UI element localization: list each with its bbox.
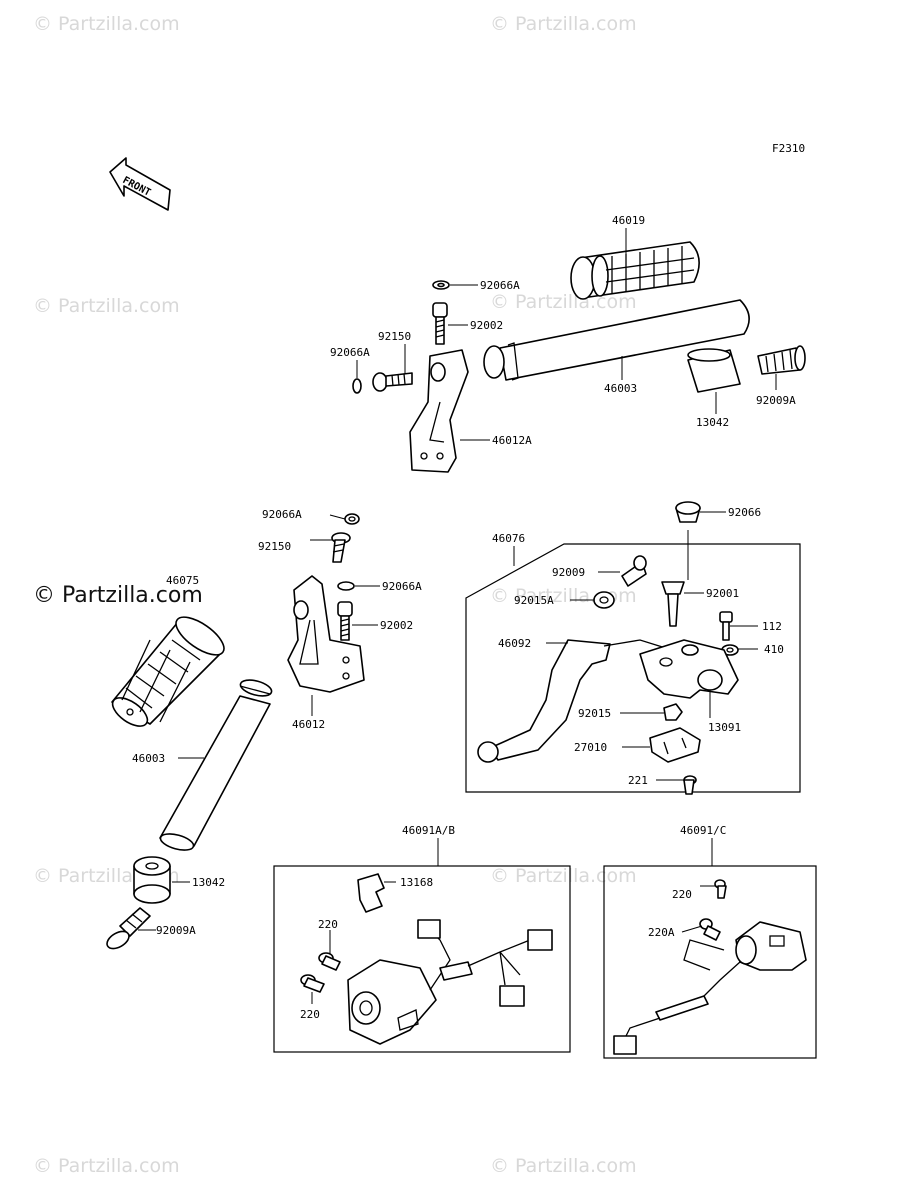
callout-13091: 13091 (708, 721, 741, 734)
callout-92066A: 92066A (262, 508, 302, 521)
handlebar-switch-ab (347, 919, 553, 1045)
throttle-tube-46003 (483, 299, 750, 381)
spacer-13042-a (687, 348, 741, 393)
washer-92066A-c (344, 513, 360, 525)
switch-assembly-ab-box (273, 865, 571, 1053)
callout-92001: 92001 (706, 587, 739, 600)
screw-220-b (300, 974, 325, 993)
callout-46019: 46019 (612, 214, 645, 227)
callout-92015A: 92015A (514, 594, 554, 607)
clamp-13168 (357, 873, 385, 913)
watermark: © Partzilla.com (490, 865, 637, 887)
callout-92150: 92150 (378, 330, 411, 343)
switch-assembly-c-box (603, 865, 817, 1059)
lever-46092 (477, 639, 674, 763)
bolt-92150-b (331, 532, 351, 563)
pivot-bolt-92001 (661, 581, 685, 627)
watermark: © Partzilla.com (490, 585, 637, 607)
washer-92066A-d (337, 581, 355, 591)
screw-221 (683, 775, 697, 795)
callout-220A: 220A (648, 926, 675, 939)
lever-assembly-box (465, 543, 801, 793)
watermark: © Partzilla.com (490, 291, 637, 313)
nut-92015A (593, 591, 615, 609)
tube-46003-b (159, 679, 273, 851)
bolt-92150-a (372, 372, 413, 392)
callout-46012A: 46012A (492, 434, 532, 447)
callout-27010: 27010 (574, 741, 607, 754)
front-arrow-icon: FRONT (109, 157, 171, 211)
holder-46012 (287, 575, 365, 693)
callout-92066: 92066 (728, 506, 761, 519)
callout-220: 220 (672, 888, 692, 901)
callout-labels: 46019 92066A 92002 92150 92066A 46003 13… (132, 214, 796, 1021)
callout-46003: 46003 (132, 752, 165, 765)
callout-221: 221 (628, 774, 648, 787)
throttle-grip-46019 (570, 241, 700, 300)
screw-92009A-a (757, 345, 806, 375)
switch-27010 (649, 727, 701, 763)
watermark: © Partzilla.com (490, 13, 637, 35)
callout-46003: 46003 (604, 382, 637, 395)
figure-code: F2310 (772, 142, 805, 155)
screw-92009 (621, 555, 647, 587)
watermark-main: © Partzilla.com (33, 583, 203, 608)
callout-92009: 92009 (552, 566, 585, 579)
callout-220: 220 (318, 918, 338, 931)
knob-92066 (675, 501, 701, 523)
handlebar-switch-c (613, 921, 807, 1055)
bolt-92002-b (337, 601, 353, 641)
callout-92002: 92002 (380, 619, 413, 632)
callout-46012: 46012 (292, 718, 325, 731)
callout-92009A: 92009A (756, 394, 796, 407)
throttle-case-46012A (409, 349, 469, 473)
screw-220-a (318, 952, 341, 971)
callout-46076: 46076 (492, 532, 525, 545)
watermark: © Partzilla.com (490, 1155, 637, 1177)
callout-13042: 13042 (192, 876, 225, 889)
callout-92015: 92015 (578, 707, 611, 720)
callout-410: 410 (764, 643, 784, 656)
screw-112 (719, 611, 733, 641)
leader-lines (138, 228, 777, 1004)
callout-92009A: 92009A (156, 924, 196, 937)
screw-220-c (714, 879, 727, 899)
callout-13168: 13168 (400, 876, 433, 889)
screw-220A (699, 918, 721, 941)
callout-92066A: 92066A (480, 279, 520, 292)
callout-46092: 46092 (498, 637, 531, 650)
nut-92015 (663, 703, 683, 721)
watermarks: © Partzilla.com © Partzilla.com © Partzi… (33, 13, 637, 1177)
watermark: © Partzilla.com (33, 295, 180, 317)
watermark: © Partzilla.com (33, 1155, 180, 1177)
callout-92066A: 92066A (382, 580, 422, 593)
screw-92009A-b (106, 907, 151, 950)
callout-112: 112 (762, 620, 782, 633)
callout-92150: 92150 (258, 540, 291, 553)
washer-92066A-b (352, 378, 362, 394)
spacer-13042-b (133, 856, 171, 904)
washer-92066A-a (432, 280, 450, 290)
callout-46091AB: 46091A/B (402, 824, 455, 837)
bolt-92002-a (432, 302, 448, 345)
watermark: © Partzilla.com (33, 13, 180, 35)
callout-220: 220 (300, 1008, 320, 1021)
callout-46075: 46075 (166, 574, 199, 587)
bracket-13091 (639, 639, 739, 699)
callout-13042: 13042 (696, 416, 729, 429)
callout-46091C: 46091/C (680, 824, 726, 837)
grip-46075 (111, 616, 225, 727)
callout-92066A: 92066A (330, 346, 370, 359)
callout-92002: 92002 (470, 319, 503, 332)
